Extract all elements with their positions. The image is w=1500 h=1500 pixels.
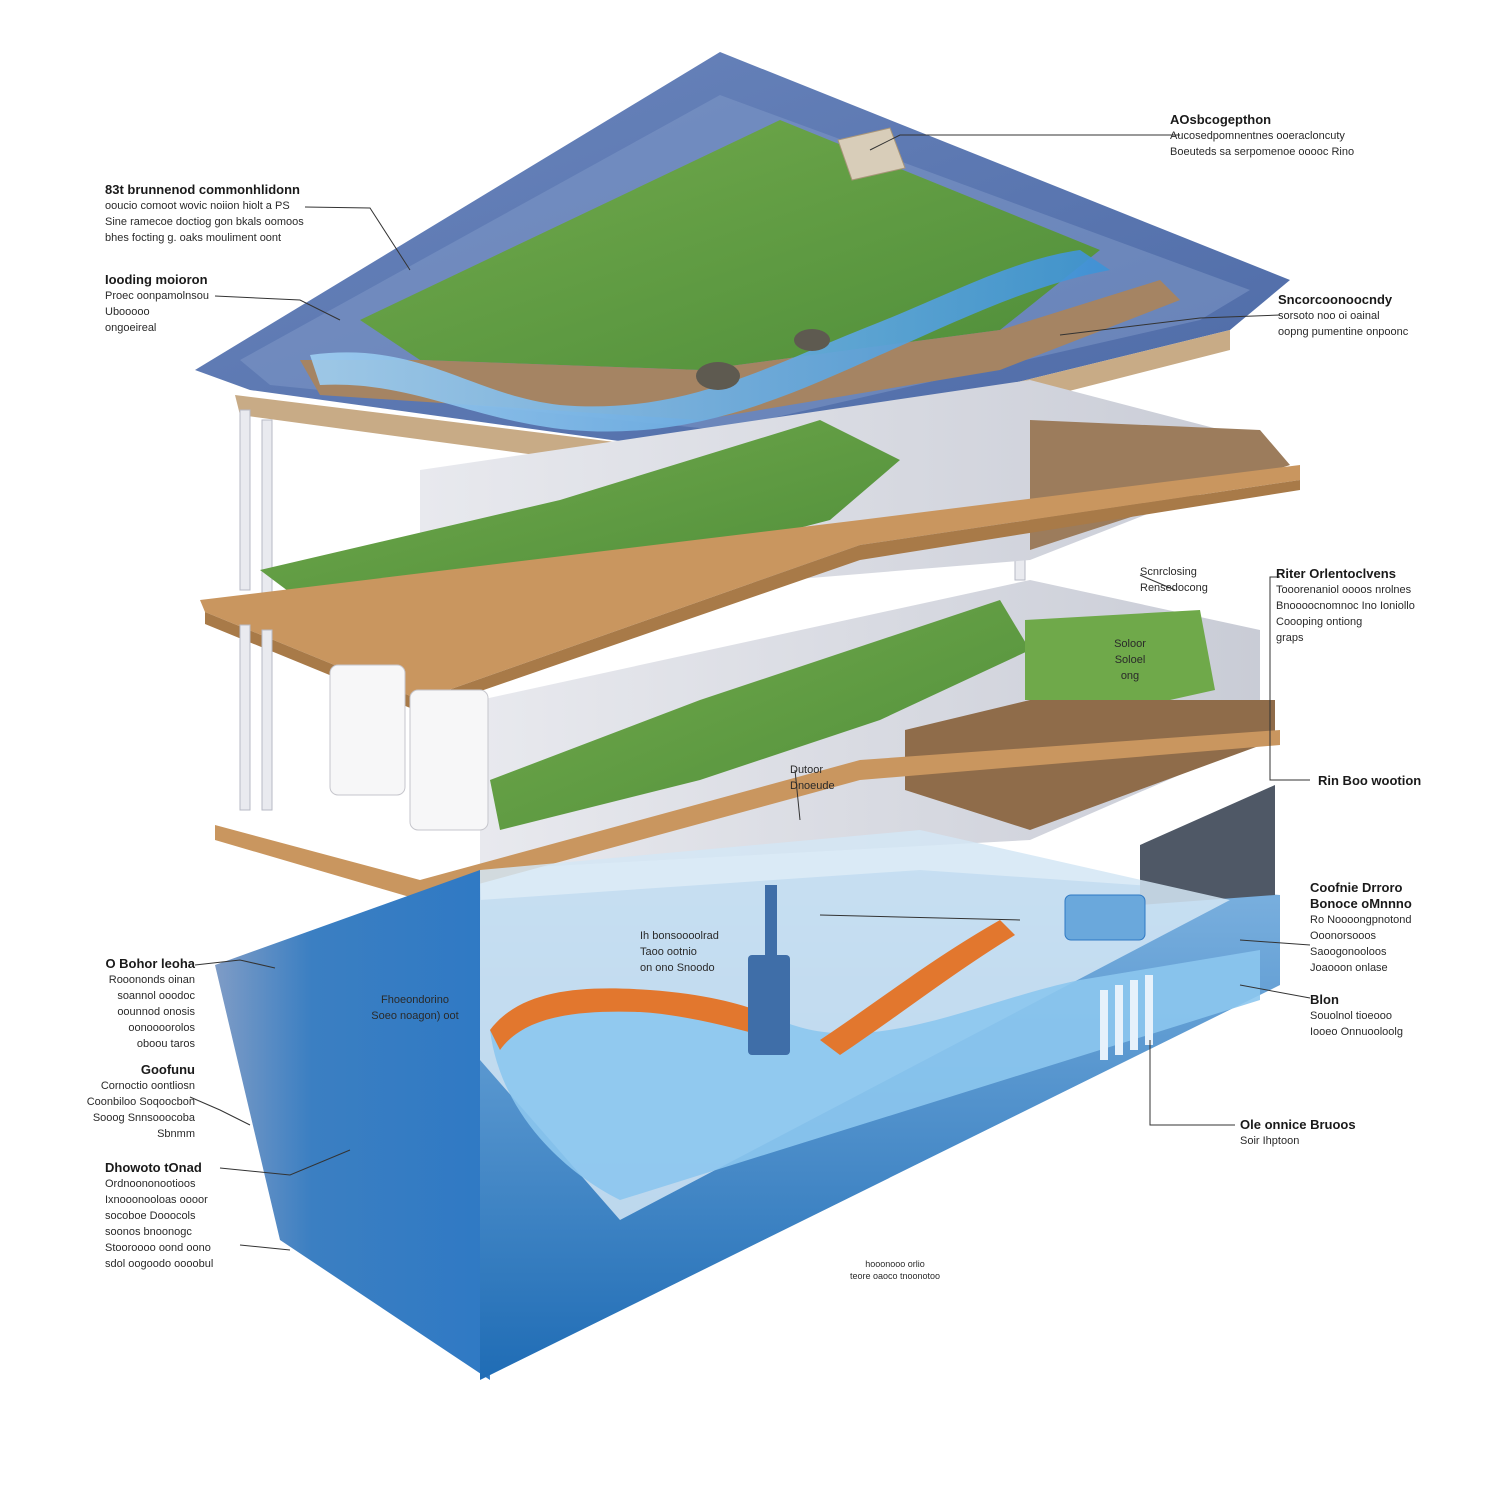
rock-2 bbox=[794, 329, 830, 351]
grass-block-right-planter bbox=[905, 700, 1275, 830]
float-switch bbox=[1064, 894, 1146, 941]
label-right-bottom: Ole onnice Bruoos Soir Ihptoon bbox=[1240, 1117, 1356, 1147]
cistern-tank bbox=[215, 785, 1280, 1380]
overflow-weir bbox=[1100, 975, 1153, 1060]
column-5 bbox=[261, 629, 273, 811]
label-tank-left-center: Fhoeondorino Soeo noagon) oot bbox=[371, 994, 459, 1022]
label-bottom-center: hooonooo orlio teore oaoco tnoonotoo bbox=[849, 1259, 941, 1281]
roof-soil-strip bbox=[300, 280, 1180, 420]
roof-fascia bbox=[235, 330, 1230, 480]
second-floor-slab-bottom bbox=[205, 480, 1300, 712]
first-floor-slab bbox=[215, 730, 1280, 900]
roof-level bbox=[195, 52, 1290, 480]
storage-cylinder-1 bbox=[329, 664, 406, 796]
pump-riser bbox=[765, 885, 777, 960]
first-floor-lawn bbox=[490, 600, 1030, 830]
second-floor bbox=[200, 380, 1300, 712]
label-right-upper: Sncorcoonoocndy sorsoto noo oi oainal oo… bbox=[1278, 292, 1409, 338]
storage-cylinder-2 bbox=[409, 689, 489, 831]
label-roof-top-title: AOsbcogepthon bbox=[1170, 112, 1272, 127]
leader-lines bbox=[189, 134, 1311, 1251]
label-right-mid: Riter Orlentoclvens Tooorenaniol oooos n… bbox=[1276, 566, 1415, 644]
label-mid-center: Scnrclosing Rensedocong bbox=[1140, 566, 1208, 594]
tank-left-face bbox=[215, 870, 490, 1380]
label-left-bottom: Dhowoto tOnad Ordnoononootioos Ixnooonoo… bbox=[105, 1160, 214, 1270]
column-1 bbox=[239, 409, 251, 591]
label-grass-block: Soloor Soloel ong bbox=[1114, 638, 1146, 682]
first-floor bbox=[215, 580, 1280, 900]
label-right-base: Rin Boo wootion bbox=[1318, 773, 1422, 788]
label-garden-left: Iooding moioron Proec oonpamolnsou Ubooo… bbox=[105, 272, 209, 334]
label-mid-center-low: Dutoor Dnoeude bbox=[790, 764, 835, 792]
orange-pipe bbox=[820, 920, 1015, 1055]
label-tank-upper-center: Ih bonsoooolrad Taoo ootnio on ono Snood… bbox=[640, 930, 719, 974]
tank-liner bbox=[490, 988, 780, 1050]
tank-right-dark-wall bbox=[1140, 785, 1275, 905]
pump-body bbox=[748, 955, 790, 1055]
label-right-tank: Coofnie Drroro Bonoce oMnnno Ro Noooongp… bbox=[1310, 880, 1412, 974]
label-left-base: O Bohor leoha Rooononds oinan soannol oo… bbox=[105, 956, 195, 1050]
label-roof-top: AOsbcogepthon Aucosedpomnentnes ooeraclo… bbox=[1170, 112, 1410, 160]
column-4 bbox=[239, 624, 251, 811]
grass-block bbox=[1025, 610, 1215, 700]
second-floor-lawn bbox=[260, 420, 900, 600]
second-floor-slab bbox=[200, 465, 1300, 700]
rock-1 bbox=[696, 362, 740, 390]
roof-stream bbox=[310, 250, 1110, 432]
label-left-lower: Goofunu Cornoctio oontliosn Coonbiloo So… bbox=[86, 1062, 195, 1140]
label-right-tank-mid: Blon Souolnol tioeooo Iooeo Onnuooloolg bbox=[1310, 992, 1403, 1038]
label-top-left: 83t brunnenod commonhlidonn ooucio comoo… bbox=[105, 182, 304, 244]
